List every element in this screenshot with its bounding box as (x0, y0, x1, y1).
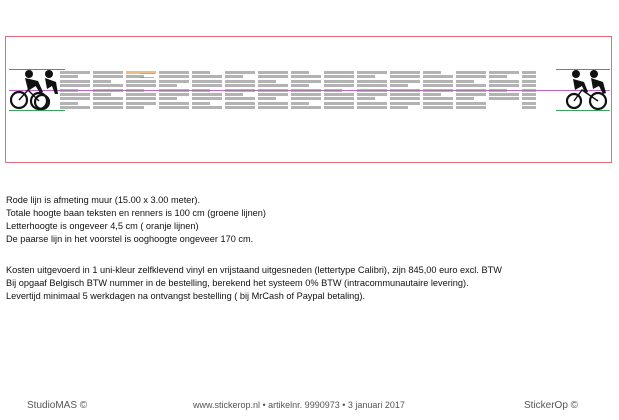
text-column (126, 71, 156, 111)
total-height-text: Totale hoogte baan teksten en renners is… (6, 208, 266, 218)
text-column (159, 71, 189, 111)
text-column (60, 71, 90, 111)
cyclist-pair-right-icon (565, 70, 608, 111)
footer-website-info: www.stickerop.nl • artikelnr. 9990973 • … (193, 400, 405, 410)
text-column (225, 71, 255, 111)
text-column (456, 71, 486, 111)
text-column (93, 71, 123, 111)
footer-stickerop: StickerOp © (524, 400, 579, 411)
text-column (489, 71, 519, 102)
cyclist-pair-left-icon (10, 70, 58, 111)
green-top-left-line (9, 69, 65, 70)
vat-text: Bij opgaaf Belgisch BTW nummer in de bes… (6, 278, 469, 288)
eye-height-text: De paarse lijn in het voorstel is ooghoo… (6, 234, 254, 244)
wall-outline (5, 36, 612, 163)
green-bottom-left-line (9, 110, 65, 111)
cost-text: Kosten uitgevoerd in 1 uni-kleur zelfkle… (6, 265, 502, 275)
wall-text-columns (60, 71, 560, 116)
footer-studiomas: StudioMAS © (27, 400, 88, 411)
text-column (390, 71, 420, 111)
text-column (291, 71, 321, 111)
green-bottom-right-line (556, 110, 610, 111)
text-column (423, 71, 453, 111)
text-column (324, 71, 354, 111)
letter-height-text: Letterhoogte is ongeveer 4,5 cm ( oranje… (6, 221, 199, 231)
green-top-right-line (556, 69, 610, 70)
text-column (357, 71, 387, 111)
orange-bottom-line (140, 77, 154, 78)
text-column (258, 71, 288, 111)
text-column (522, 71, 536, 111)
wall-dimension-text: Rode lijn is afmeting muur (15.00 x 3.00… (6, 195, 201, 205)
text-column (192, 71, 222, 111)
delivery-text: Levertijd minimaal 5 werkdagen na ontvan… (6, 291, 366, 301)
